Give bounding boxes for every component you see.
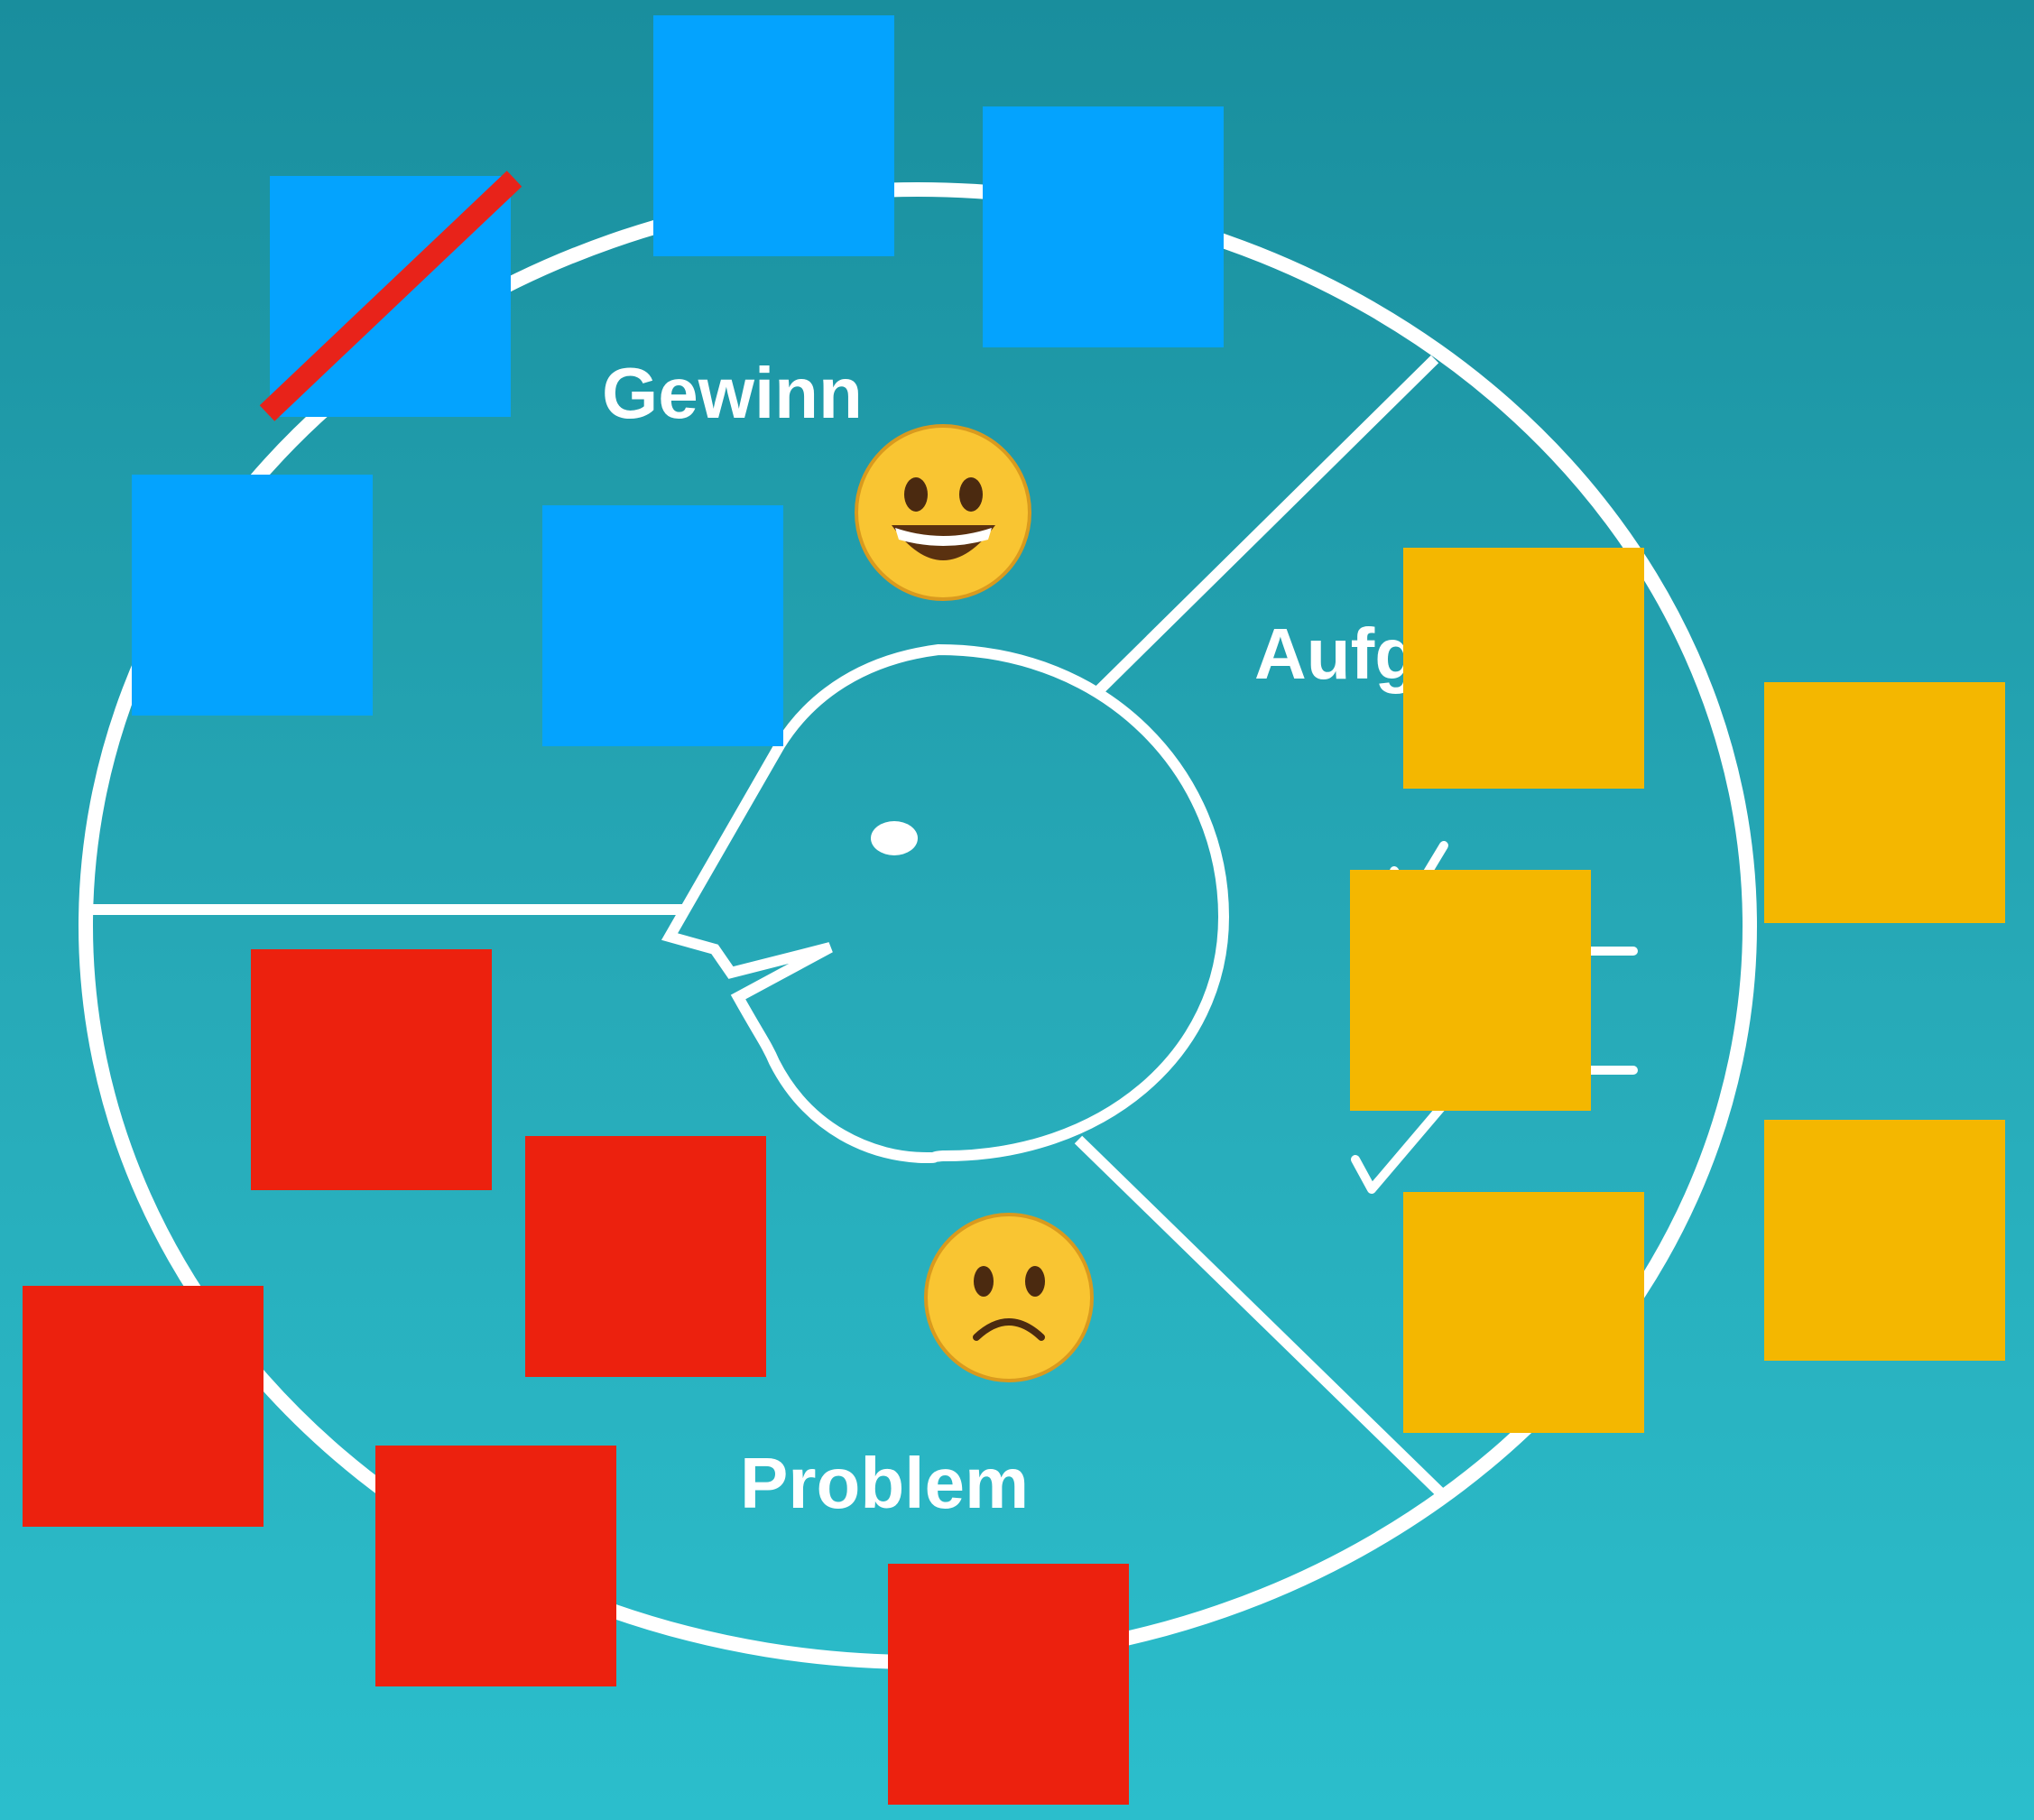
pain-sticky-note[interactable] (375, 1446, 616, 1686)
jobs-sticky-note[interactable] (1403, 548, 1644, 789)
gain-sticky-note[interactable] (542, 505, 783, 746)
pain-sticky-note[interactable] (525, 1136, 766, 1377)
pain-sticky-note[interactable] (888, 1564, 1129, 1805)
divider-lower-right (1074, 1135, 1448, 1501)
gain-sticky-note[interactable] (653, 15, 894, 256)
gain-sticky-note[interactable] (132, 475, 373, 716)
divider-upper-right (1092, 355, 1439, 698)
frowning-face-emoji (924, 1213, 1094, 1382)
grinning-face-emoji (855, 424, 1031, 601)
jobs-sticky-note[interactable] (1403, 1192, 1644, 1433)
pain-sticky-note[interactable] (23, 1286, 263, 1527)
gain-sticky-note[interactable] (983, 106, 1224, 347)
jobs-sticky-note[interactable] (1764, 682, 2005, 923)
pain-sticky-note[interactable] (251, 949, 492, 1190)
gain-section-label: Gewinn (602, 353, 863, 433)
jobs-sticky-note[interactable] (1764, 1120, 2005, 1361)
gain-sticky-note-crossed-out[interactable] (270, 176, 511, 417)
jobs-sticky-note[interactable] (1350, 870, 1591, 1111)
pain-section-label: Problem (740, 1443, 1030, 1523)
jobs-section-label: Aufg (1254, 614, 1419, 694)
customer-eye-icon (871, 821, 918, 855)
customer-head-profile-icon (661, 643, 1230, 1164)
